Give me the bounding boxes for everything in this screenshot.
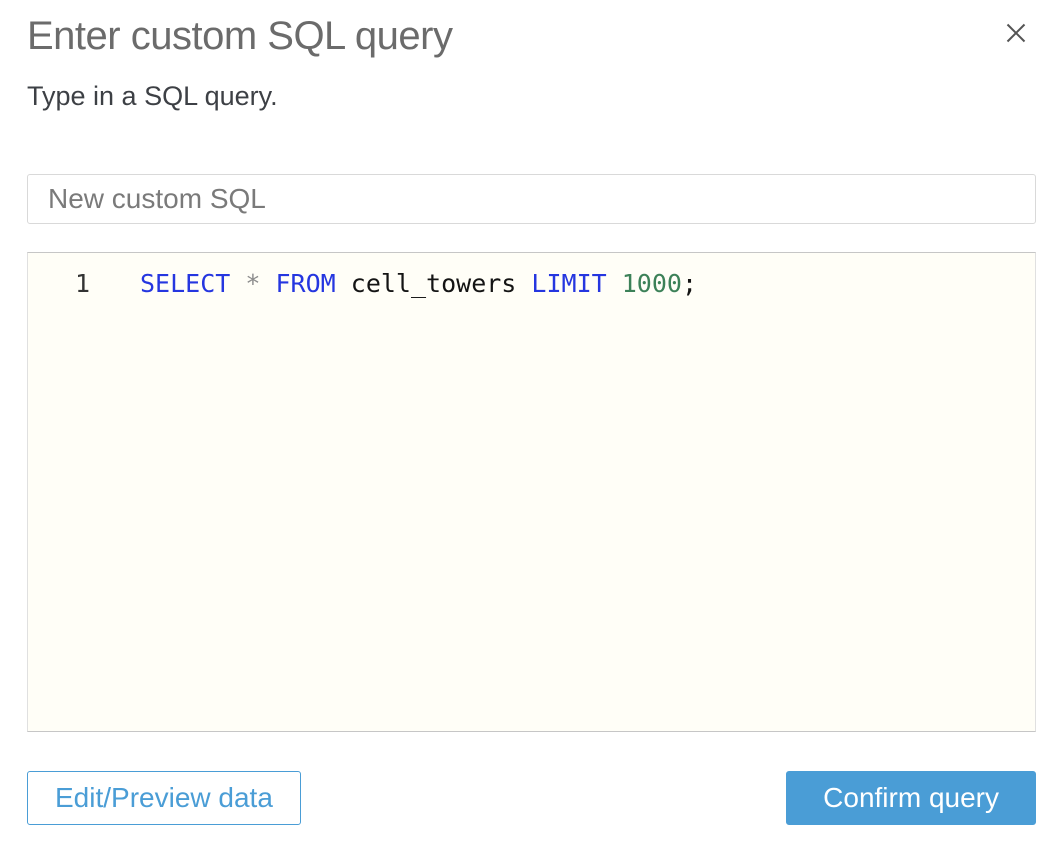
sql-token-space [607, 269, 622, 298]
sql-query-text: SELECT * FROM cell_towers LIMIT 1000; [90, 266, 697, 302]
modal-subtitle: Type in a SQL query. [27, 81, 278, 111]
sql-token-keyword: SELECT [140, 269, 231, 298]
close-button[interactable] [1003, 20, 1029, 46]
sql-token-number: 1000 [621, 269, 682, 298]
sql-token-space [336, 269, 351, 298]
modal-footer: Edit/Preview data Confirm query [27, 771, 1036, 825]
line-number: 1 [74, 269, 90, 298]
sql-code-editor[interactable]: 1 SELECT * FROM cell_towers LIMIT 1000; [27, 252, 1036, 732]
confirm-query-button[interactable]: Confirm query [786, 771, 1036, 825]
sql-token-space [260, 269, 275, 298]
close-icon [1005, 22, 1027, 44]
custom-sql-name-input[interactable] [27, 174, 1036, 224]
sql-token-keyword: FROM [275, 269, 336, 298]
sql-token-space [516, 269, 531, 298]
code-line: 1 SELECT * FROM cell_towers LIMIT 1000; [28, 266, 1035, 302]
modal-title: Enter custom SQL query [27, 14, 453, 58]
sql-token-keyword: LIMIT [531, 269, 607, 298]
sql-token-space [230, 269, 245, 298]
sql-token-punct: ; [681, 269, 698, 298]
edit-preview-data-button[interactable]: Edit/Preview data [27, 771, 301, 825]
sql-token-identifier: cell_towers [350, 269, 517, 298]
sql-token-operator: * [245, 269, 261, 298]
